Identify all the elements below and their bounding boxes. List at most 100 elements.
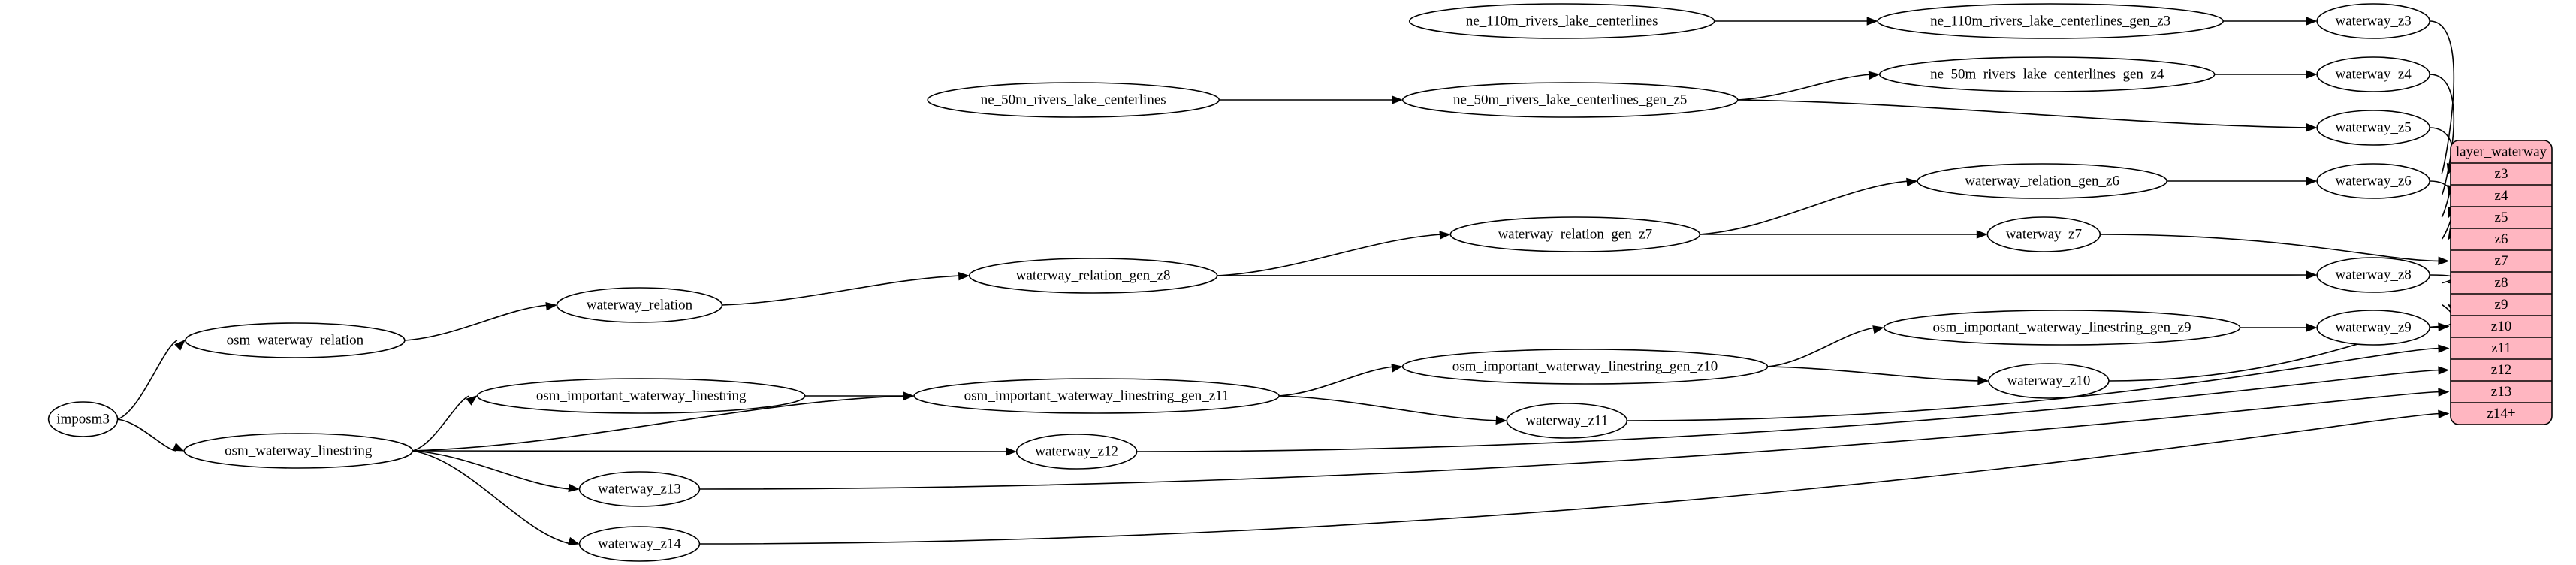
graph-node-ne_50m_rivers_lake_centerlines_gen_z4[interactable]: ne_50m_rivers_lake_centerlines_gen_z4 (1878, 56, 2216, 92)
edge-arrowhead (2306, 123, 2318, 132)
node-ellipse[interactable] (2316, 3, 2430, 39)
graph-edge (1136, 369, 2442, 452)
graph-edge (1279, 366, 1395, 397)
edge-arrowhead (2306, 270, 2318, 279)
node-ellipse[interactable] (913, 378, 1280, 414)
node-ellipse[interactable] (183, 433, 414, 469)
graph-node-waterway_z7[interactable]: waterway_z7 (1986, 216, 2101, 252)
node-ellipse[interactable] (1878, 56, 2216, 92)
node-ellipse[interactable] (2316, 257, 2430, 293)
edge-arrowhead (568, 483, 580, 493)
graph-node-osm_important_waterway_linestring_gen_z11[interactable]: osm_important_waterway_linestring_gen_z1… (913, 378, 1280, 414)
graph-edge (1279, 395, 1499, 421)
node-ellipse[interactable] (1401, 82, 1739, 118)
nodes-layer: imposm3 osm_waterway_relation osm_waterway… (47, 3, 2430, 562)
graph-edge (1737, 99, 2309, 128)
graph-edge (117, 418, 176, 452)
node-ellipse[interactable] (1401, 349, 1769, 385)
node-ellipse[interactable] (927, 82, 1220, 118)
edge-arrowhead (1392, 95, 1404, 104)
graph-node-waterway_z8[interactable]: waterway_z8 (2316, 257, 2430, 293)
node-ellipse[interactable] (1449, 216, 1701, 252)
graph-node-ne_50m_rivers_lake_centerlines[interactable]: ne_50m_rivers_lake_centerlines (927, 82, 1220, 118)
graph-node-waterway_relation_gen_z8[interactable]: waterway_relation_gen_z8 (968, 258, 1218, 294)
graph-node-osm_waterway_linestring[interactable]: osm_waterway_linestring (183, 433, 414, 469)
graph-node-waterway_relation_gen_z6[interactable]: waterway_relation_gen_z6 (1917, 163, 2167, 199)
edge-arrowhead (1976, 230, 1988, 239)
graph-node-waterway_z12[interactable]: waterway_z12 (1015, 434, 1138, 470)
graph-node-waterway_z13[interactable]: waterway_z13 (578, 471, 701, 507)
edge-arrowhead (174, 340, 186, 351)
graph-edge (1217, 274, 2309, 276)
graph-node-osm_important_waterway_linestring_gen_z9[interactable]: osm_important_waterway_linestring_gen_z9 (1883, 310, 2241, 346)
graph-edge (1737, 74, 1872, 101)
node-ellipse[interactable] (2316, 56, 2430, 92)
graph-node-waterway_relation_gen_z7[interactable]: waterway_relation_gen_z7 (1449, 216, 1701, 252)
graph-node-waterway_z3[interactable]: waterway_z3 (2316, 3, 2430, 39)
node-ellipse[interactable] (185, 322, 406, 358)
graph-edge (1627, 347, 2442, 421)
node-ellipse[interactable] (1015, 434, 1138, 470)
edge-arrowhead (172, 443, 185, 452)
node-ellipse[interactable] (47, 401, 119, 437)
graph-edge (2430, 74, 2455, 197)
node-ellipse[interactable] (2316, 110, 2430, 146)
graph-node-waterway_relation[interactable]: waterway_relation (556, 287, 723, 323)
graph-edge (1767, 327, 1876, 367)
graph-edge (412, 450, 572, 490)
graph-edge (722, 275, 961, 306)
edge-arrowhead (958, 271, 970, 281)
graph-node-waterway_z10[interactable]: waterway_z10 (1988, 363, 2110, 399)
edge-arrowhead (2438, 409, 2450, 419)
record-node-layer-waterway[interactable]: layer_waterwayz3z4z5z6z7z8z9z10z11z12z13… (2450, 140, 2553, 425)
node-ellipse[interactable] (1883, 310, 2241, 346)
node-ellipse[interactable] (2316, 163, 2430, 199)
graph-node-osm_waterway_relation[interactable]: osm_waterway_relation (185, 322, 406, 358)
node-ellipse[interactable] (476, 378, 806, 414)
graph-edge (1217, 234, 1443, 276)
node-ellipse[interactable] (1877, 3, 2224, 39)
edge-arrowhead (2438, 344, 2450, 353)
edge-arrowhead (1391, 364, 1403, 373)
edge-arrowhead (1906, 177, 1918, 187)
graph-node-waterway_z9[interactable]: waterway_z9 (2316, 310, 2430, 346)
graph-edge (412, 450, 572, 545)
graph-edge (404, 304, 549, 341)
node-ellipse[interactable] (968, 258, 1218, 294)
node-ellipse[interactable] (1408, 3, 1715, 39)
graph-node-waterway_z4[interactable]: waterway_z4 (2316, 56, 2430, 92)
edge-arrowhead (1866, 17, 1878, 26)
edge-arrowhead (1868, 71, 1881, 80)
graph-edge (412, 395, 470, 452)
edge-arrowhead (2438, 322, 2450, 331)
graph-edge (1700, 180, 1910, 235)
node-ellipse[interactable] (578, 471, 701, 507)
graph-node-ne_110m_rivers_lake_centerlines_gen_z3[interactable]: ne_110m_rivers_lake_centerlines_gen_z3 (1877, 3, 2224, 39)
node-ellipse[interactable] (1988, 363, 2110, 399)
graph-node-osm_important_waterway_linestring[interactable]: osm_important_waterway_linestring (476, 378, 806, 414)
graph-node-imposm3[interactable]: imposm3 (47, 401, 119, 437)
graph-edge (699, 412, 2442, 545)
graph-node-ne_50m_rivers_lake_centerlines_gen_z5[interactable]: ne_50m_rivers_lake_centerlines_gen_z5 (1401, 82, 1739, 118)
graph-node-waterway_z6[interactable]: waterway_z6 (2316, 163, 2430, 199)
record-node-layer: layer_waterwayz3z4z5z6z7z8z9z10z11z12z13… (2450, 140, 2553, 425)
graph-edge (2430, 20, 2455, 175)
graph-node-waterway_z5[interactable]: waterway_z5 (2316, 110, 2430, 146)
graph-node-osm_important_waterway_linestring_gen_z10[interactable]: osm_important_waterway_linestring_gen_z1… (1401, 349, 1769, 385)
graph-node-waterway_z11[interactable]: waterway_z11 (1506, 403, 1628, 439)
node-ellipse[interactable] (1917, 163, 2167, 199)
edge-arrowhead (466, 395, 478, 406)
graph-edge (2100, 234, 2442, 262)
node-ellipse[interactable] (1506, 403, 1628, 439)
node-ellipse[interactable] (578, 526, 701, 562)
node-ellipse[interactable] (556, 287, 723, 323)
record-box[interactable] (2450, 140, 2553, 425)
edge-arrowhead (1006, 447, 1018, 456)
edge-arrowhead (1439, 231, 1451, 240)
node-ellipse[interactable] (1986, 216, 2101, 252)
graph-node-waterway_z14[interactable]: waterway_z14 (578, 526, 701, 562)
node-ellipse[interactable] (2316, 310, 2430, 346)
graph-edge (699, 391, 2442, 490)
graph-node-ne_110m_rivers_lake_centerlines[interactable]: ne_110m_rivers_lake_centerlines (1408, 3, 1715, 39)
